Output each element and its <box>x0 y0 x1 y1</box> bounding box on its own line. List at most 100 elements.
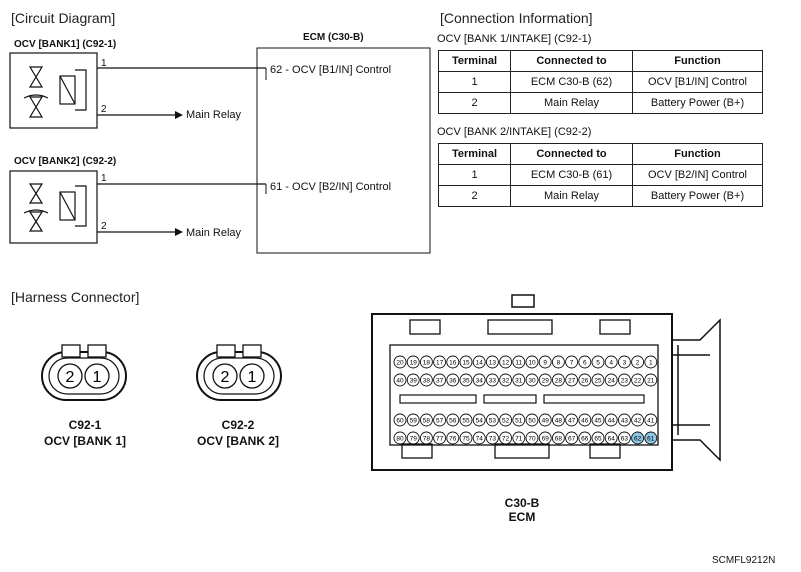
ecm-pin-label: 17 <box>436 360 444 367</box>
ecm-pin <box>472 431 486 445</box>
ecm-pin <box>617 355 631 369</box>
ecm-pin <box>631 373 645 387</box>
ecm-pin-label: 3 <box>623 360 627 367</box>
ecm-pin-label: 78 <box>423 436 431 443</box>
cell-terminal: 1 <box>438 71 511 93</box>
table2: Terminal Connected to Function 1 ECM C30… <box>438 143 763 207</box>
ecm-pin <box>525 355 539 369</box>
valve-icon <box>23 66 87 118</box>
ecm-pin-label: 40 <box>396 378 404 385</box>
table-row: 2 Main Relay Battery Power (B+) <box>438 185 763 207</box>
ecm-pin <box>604 431 618 445</box>
ecm-pin <box>525 373 539 387</box>
ecm-pin <box>499 413 513 427</box>
table2-title: OCV [BANK 2/INTAKE] (C92-2) <box>437 126 592 138</box>
ecm-pin <box>604 355 618 369</box>
ecm-pin-label: 4 <box>609 360 613 367</box>
ecm-pin <box>525 431 539 445</box>
ecm-pin <box>485 413 499 427</box>
ecm-pin-label: 29 <box>542 378 550 385</box>
ecm-pin-label: 68 <box>555 436 563 443</box>
ecm-pin-label: 53 <box>489 418 497 425</box>
ecm-pin-label: 72 <box>502 436 510 443</box>
ecm-pin <box>644 431 658 445</box>
ecm-pin <box>512 413 526 427</box>
ecm-pin <box>472 373 486 387</box>
ecm-pin <box>538 413 552 427</box>
ecm-pin <box>591 373 605 387</box>
ecm-pin <box>551 355 565 369</box>
cell-terminal: 2 <box>438 92 511 114</box>
ecm-pin-label: 39 <box>410 378 418 385</box>
ecm-pin <box>459 413 473 427</box>
ecm-pin-label: 77 <box>436 436 444 443</box>
ecm-pin <box>644 413 658 427</box>
cell-function: Battery Power (B+) <box>632 185 763 207</box>
cell-function: Battery Power (B+) <box>632 92 763 114</box>
ecm-pin-label: 30 <box>528 378 536 385</box>
ecm-pin <box>631 431 645 445</box>
ecm-pin <box>393 431 407 445</box>
ecm-pin <box>446 431 460 445</box>
ecm-pin-label: 36 <box>449 378 457 385</box>
connector-c92-2: 2 1 <box>196 344 282 401</box>
ecm-pin <box>499 355 513 369</box>
ecm-pin-label: 31 <box>515 378 523 385</box>
ecm-pin <box>591 355 605 369</box>
table-header-row: Terminal Connected to Function <box>438 50 763 72</box>
ecm-pin <box>433 373 447 387</box>
ecm-pin <box>393 413 407 427</box>
ecm-pin61-label: 61 - OCV [B2/IN] Control <box>270 181 392 193</box>
cell-terminal: 2 <box>438 185 511 207</box>
ecm-pin-label: 26 <box>581 378 589 385</box>
valve-icon <box>23 183 87 232</box>
ecm-pin <box>419 355 433 369</box>
ecm-pin <box>617 373 631 387</box>
ecm-pin-label: 32 <box>502 378 510 385</box>
ecm-pin-label: 22 <box>634 378 642 385</box>
c92-1-desc: OCV [BANK 1] <box>43 434 126 448</box>
ecm-pin <box>644 355 658 369</box>
ecm-pin-label: 7 <box>570 360 574 367</box>
figure-code: SCMFL9212N <box>712 555 776 566</box>
ecm-pin <box>433 431 447 445</box>
ecm-pin <box>565 355 579 369</box>
ecm-pin-label: 5 <box>596 360 600 367</box>
ecm-pin-label: 6 <box>583 360 587 367</box>
table-row: 1 ECM C30-B (62) OCV [B1/IN] Control <box>438 71 763 93</box>
ecm-pin-label: 76 <box>449 436 457 443</box>
table-row: 1 ECM C30-B (61) OCV [B2/IN] Control <box>438 164 763 186</box>
ecm-pin-label: 50 <box>528 418 536 425</box>
header-terminal: Terminal <box>438 50 511 72</box>
ecm-pin <box>538 431 552 445</box>
table1: Terminal Connected to Function 1 ECM C30… <box>438 50 763 114</box>
ecm-pin <box>446 373 460 387</box>
header-connected-to: Connected to <box>510 143 633 165</box>
pin-label: 1 <box>248 369 257 386</box>
ecm-pin <box>538 355 552 369</box>
pin-label: 2 <box>66 369 75 386</box>
table-row: 2 Main Relay Battery Power (B+) <box>438 92 763 114</box>
ecm-pin-label: 73 <box>489 436 497 443</box>
ocv1-box <box>9 52 98 129</box>
ecm-pin <box>459 373 473 387</box>
ecm-pin <box>551 413 565 427</box>
header-function: Function <box>632 50 763 72</box>
ecm-pin-label: 80 <box>396 436 404 443</box>
ocv1-pin1-label: 1 <box>101 58 107 69</box>
ecm-pin <box>644 373 658 387</box>
ecm-pin-label: 1 <box>649 360 653 367</box>
ecm-pin <box>512 355 526 369</box>
ecm-pin-label: 11 <box>515 360 522 367</box>
ecm-pin <box>525 413 539 427</box>
ecm-pin <box>406 413 420 427</box>
ecm-pin <box>393 355 407 369</box>
ecm-pin-label: 65 <box>594 436 602 443</box>
ecm-pin <box>591 431 605 445</box>
ecm-pin-label: 75 <box>462 436 470 443</box>
ecm-pin <box>406 373 420 387</box>
ecm-pin-label: 35 <box>462 378 470 385</box>
ecm-pin-label: 34 <box>476 378 484 385</box>
circuit-diagram-title: [Circuit Diagram] <box>11 10 116 26</box>
